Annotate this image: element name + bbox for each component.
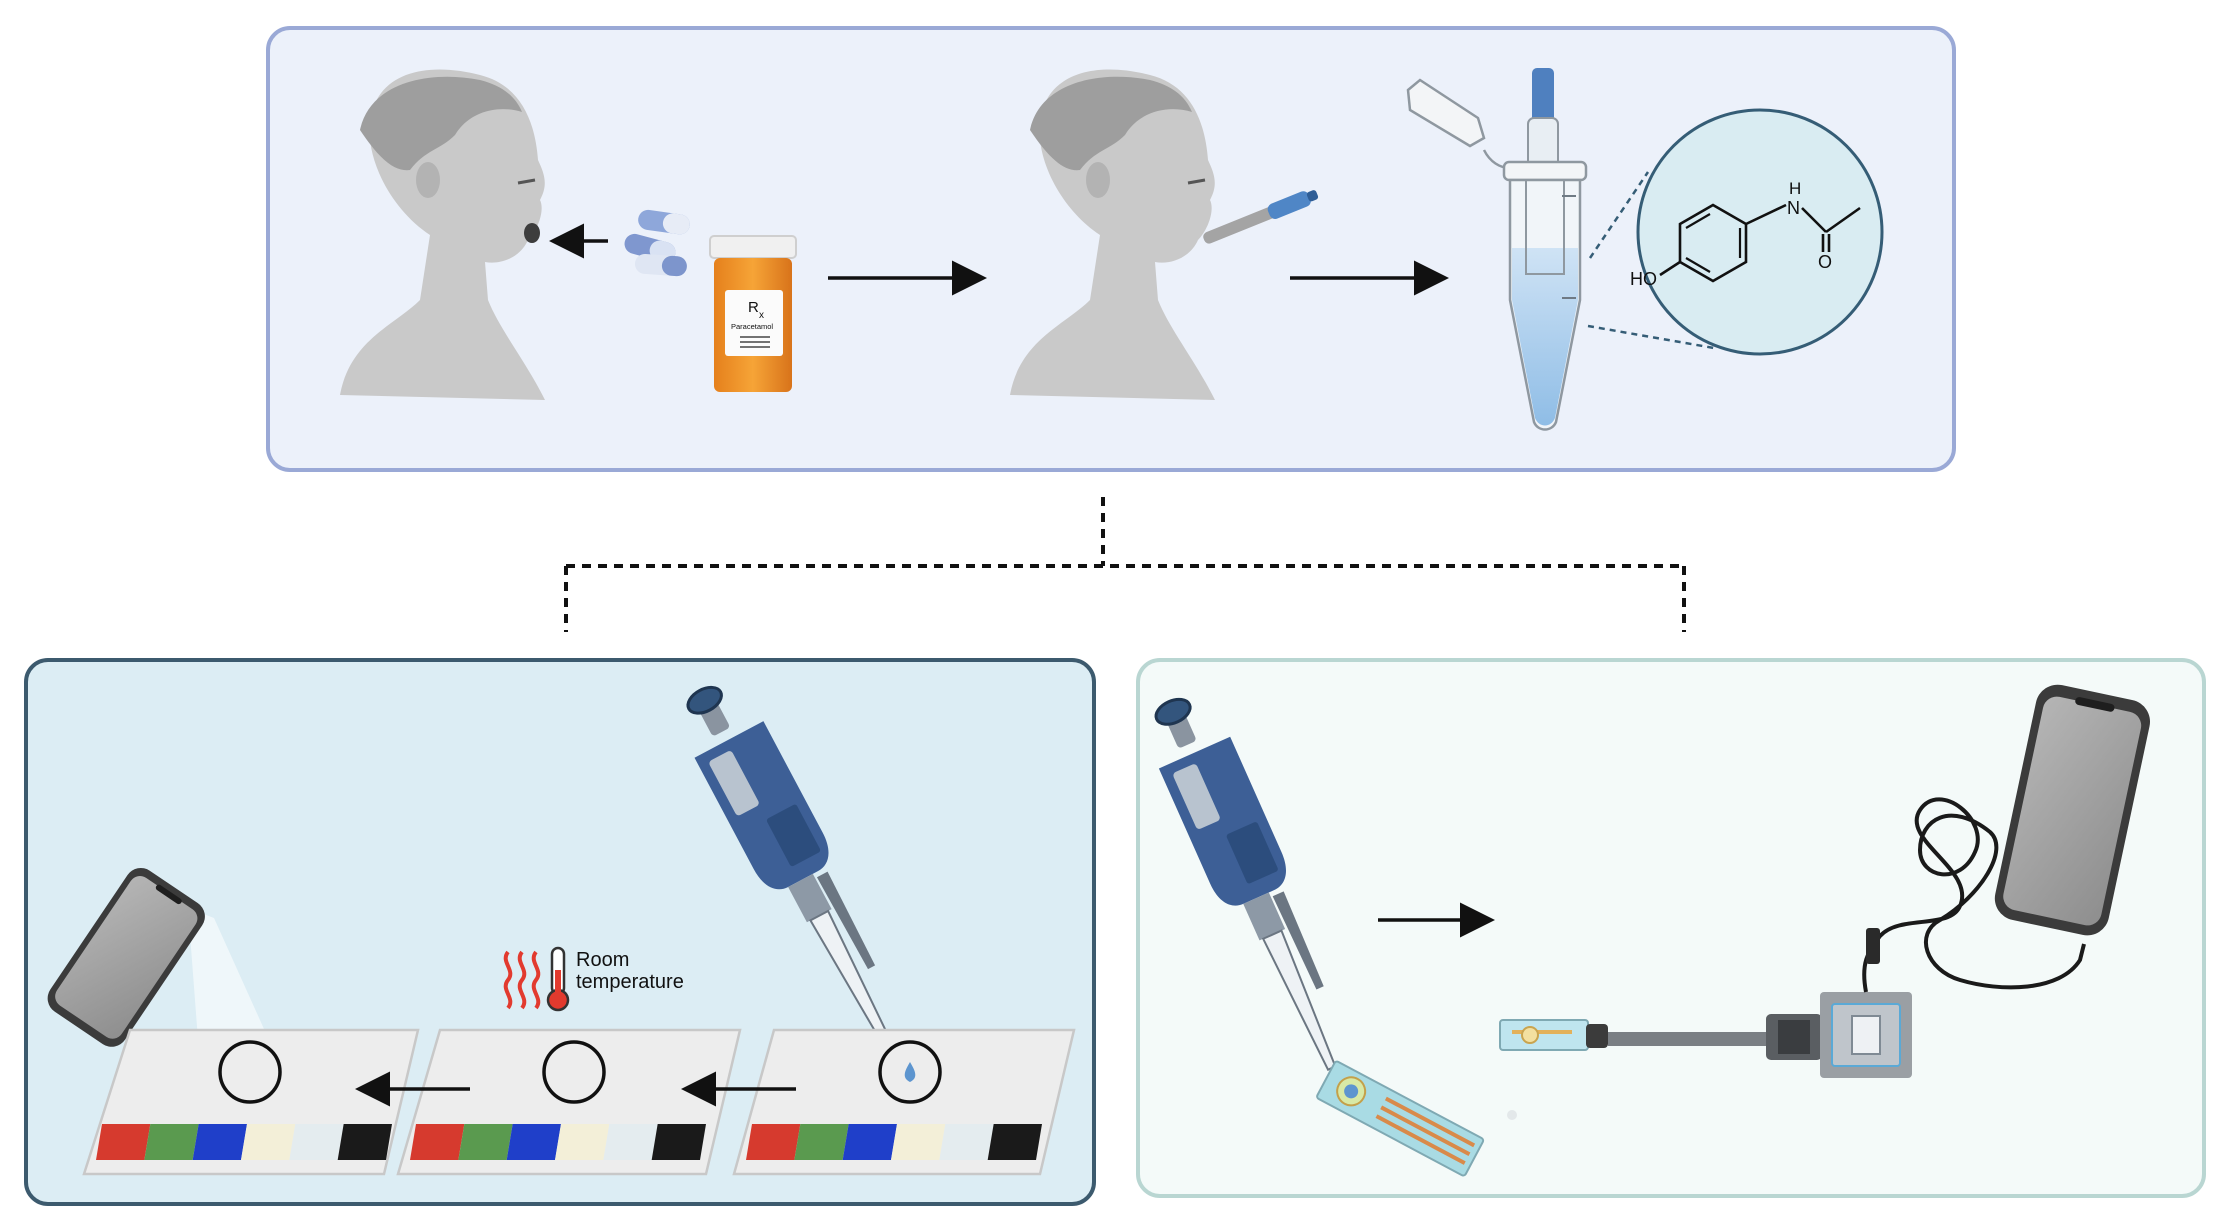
color-swatch xyxy=(337,1124,392,1160)
thermometer-icon xyxy=(546,946,570,1012)
color-reference-bar xyxy=(410,1124,706,1160)
color-swatch xyxy=(746,1124,801,1160)
paper-strip-1 xyxy=(732,1028,1076,1176)
room-temperature-line2: temperature xyxy=(576,971,684,993)
electrochemical-panel xyxy=(1136,658,2206,1198)
color-swatch xyxy=(144,1124,199,1160)
color-swatch xyxy=(603,1124,658,1160)
color-swatch xyxy=(241,1124,296,1160)
color-swatch xyxy=(987,1124,1042,1160)
color-swatch xyxy=(289,1124,344,1160)
molecule-group-ho: HO xyxy=(1630,269,1657,289)
bottle-rx-subscript: x xyxy=(759,310,764,321)
right-panel-frame xyxy=(1136,658,2206,1198)
color-swatch xyxy=(96,1124,151,1160)
molecule-atom-h: H xyxy=(1789,179,1801,198)
bottle-drug-name: Paracetamol xyxy=(731,322,773,331)
screen-printed-electrode xyxy=(1316,1060,1517,1177)
capsules xyxy=(624,209,690,277)
molecule-atom-n: N xyxy=(1787,198,1800,218)
smartphone-readout xyxy=(1994,684,2151,936)
potentiostat-setup xyxy=(1499,797,2086,1078)
person-taking-medication xyxy=(340,69,545,400)
sample-collection-panel: R x Paracetamol xyxy=(266,26,1956,472)
molecule-atom-o: O xyxy=(1818,252,1832,272)
color-swatch xyxy=(939,1124,994,1160)
bottle-rx-label: R xyxy=(748,299,759,316)
room-temperature-line1: Room xyxy=(576,949,629,971)
color-swatch xyxy=(891,1124,946,1160)
color-swatch xyxy=(458,1124,513,1160)
saliva-collection-tube xyxy=(1406,68,1588,431)
pipette-right xyxy=(1154,697,1337,1072)
person-with-saliva-swab xyxy=(1010,69,1319,400)
branch-connector xyxy=(564,497,1686,632)
color-swatch xyxy=(192,1124,247,1160)
smartphone-camera xyxy=(47,867,278,1066)
color-swatch xyxy=(410,1124,465,1160)
pipette-left xyxy=(686,685,905,1074)
paracetamol-bottle: R x Paracetamol xyxy=(709,235,797,392)
color-swatch xyxy=(794,1124,849,1160)
heat-waves-icon xyxy=(503,950,541,1010)
color-swatch xyxy=(555,1124,610,1160)
paper-strip-3 xyxy=(82,1028,420,1176)
colorimetric-panel: Room temperature xyxy=(24,658,1096,1206)
color-reference-bar xyxy=(96,1124,392,1160)
color-swatch xyxy=(651,1124,706,1160)
paracetamol-molecule-callout: H N O HO xyxy=(1630,108,1884,356)
paper-strip-2 xyxy=(396,1028,742,1176)
color-swatch xyxy=(842,1124,897,1160)
color-swatch xyxy=(506,1124,561,1160)
color-reference-bar xyxy=(746,1124,1042,1160)
